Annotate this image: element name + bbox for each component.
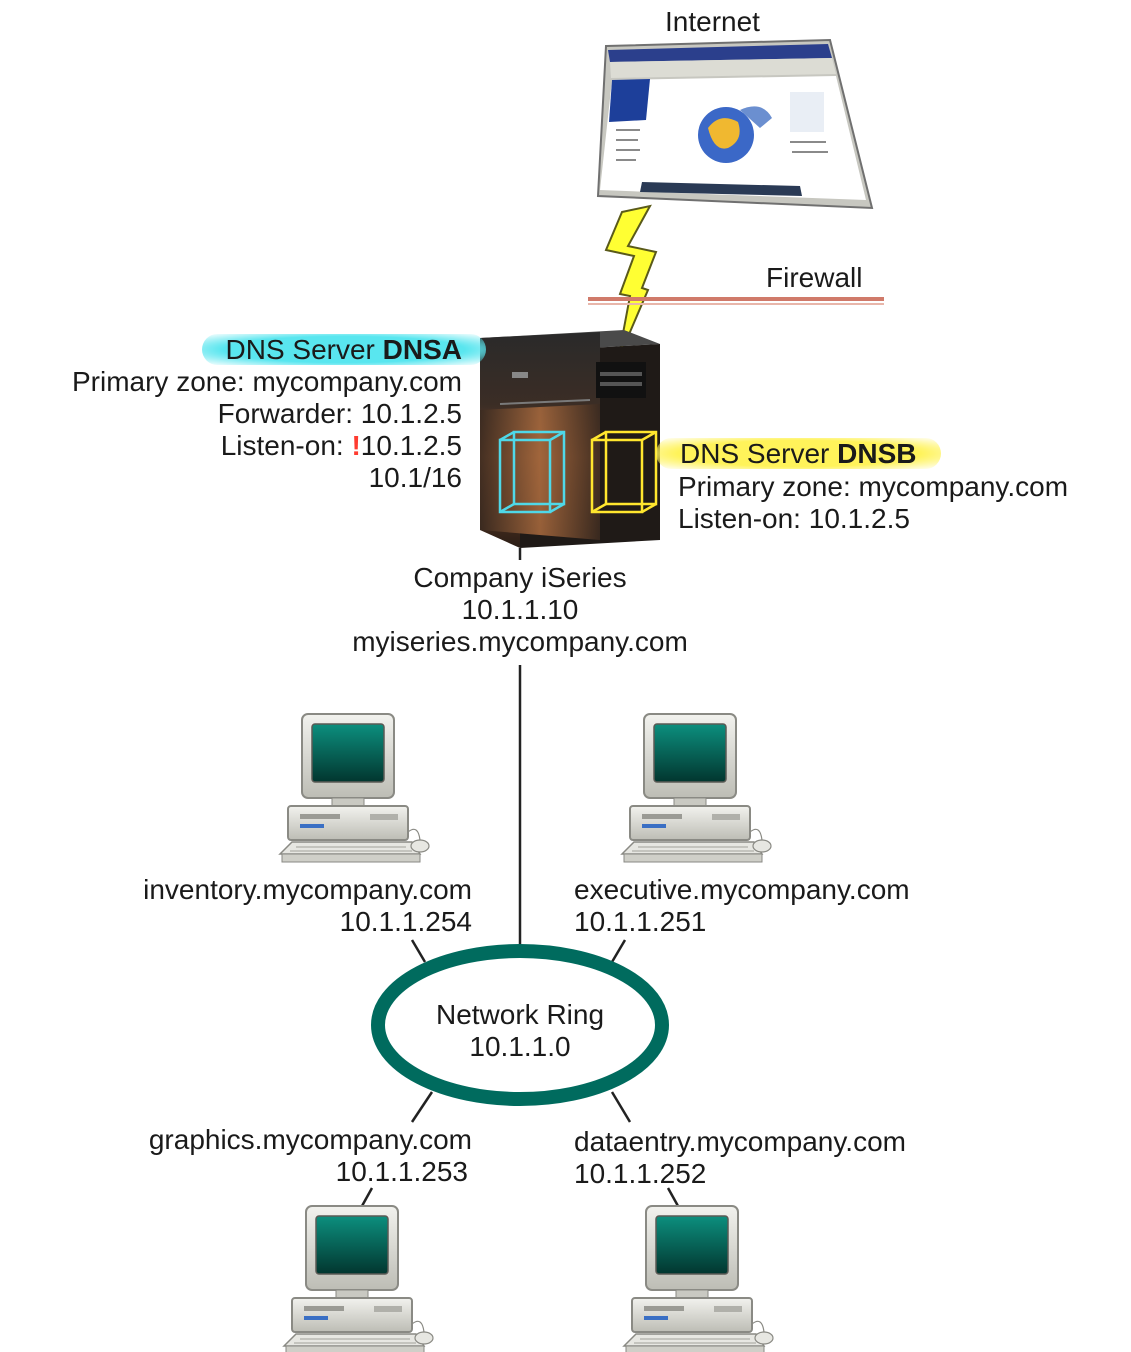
internet-label: Internet xyxy=(665,6,760,37)
executive-pc-icon xyxy=(621,713,772,863)
inventory-host: inventory.mycompany.com xyxy=(143,874,472,905)
dataentry-ip: 10.1.1.252 xyxy=(574,1158,707,1189)
network-ring xyxy=(371,944,669,1106)
dataentry-host: dataentry.mycompany.com xyxy=(574,1126,906,1157)
graphics-ip: 10.1.1.253 xyxy=(335,1156,468,1187)
iseries-server-icon xyxy=(480,330,660,548)
inventory-ip: 10.1.1.254 xyxy=(339,906,472,937)
dnsb-title-prefix: DNS Server xyxy=(680,438,838,469)
iseries-name: Company iSeries xyxy=(413,562,627,593)
dataentry-pc-icon xyxy=(623,1205,774,1352)
dnsa-title-name: DNSA xyxy=(382,334,462,365)
internet-browser-icon xyxy=(596,38,874,210)
ring-ip: 10.1.1.0 xyxy=(469,1031,571,1062)
graphics-pc-icon xyxy=(283,1205,434,1352)
network-links xyxy=(360,548,680,1207)
dnsa-forwarder: Forwarder: 10.1.2.5 xyxy=(217,398,462,429)
dnsa-title: DNS Server DNSA xyxy=(0,334,486,366)
dnsa-title-prefix: DNS Server xyxy=(225,334,383,365)
inventory-pc-icon xyxy=(279,713,430,863)
dnsb-primary-zone: Primary zone: mycompany.com xyxy=(678,471,1069,502)
iseries-host: myiseries.mycompany.com xyxy=(352,626,688,657)
lightning-icon xyxy=(604,204,658,361)
dnsa-listen-addr2: 10.1/16 xyxy=(368,462,462,493)
executive-host: executive.mycompany.com xyxy=(574,874,910,905)
dnsb-title-name: DNSB xyxy=(837,438,917,469)
dnsb-listen-on: Listen-on: 10.1.2.5 xyxy=(678,503,910,534)
dnsa-listen-addr: 10.1.2.5 xyxy=(360,430,462,461)
dnsa-listen-prefix: Listen-on: xyxy=(220,430,352,461)
ring-name: Network Ring xyxy=(435,999,605,1030)
dnsa-listen-bang: ! xyxy=(351,430,361,461)
dnsb-title: DNS Server DNSB xyxy=(656,438,941,470)
graphics-host: graphics.mycompany.com xyxy=(148,1124,472,1155)
dnsa-primary-zone: Primary zone: mycompany.com xyxy=(71,366,462,397)
executive-ip: 10.1.1.251 xyxy=(574,906,707,937)
dnsa-listen-on: Listen-on: !10.1.2.5 xyxy=(0,430,462,462)
firewall-label: Firewall xyxy=(766,262,863,293)
iseries-ip: 10.1.1.10 xyxy=(461,594,579,625)
